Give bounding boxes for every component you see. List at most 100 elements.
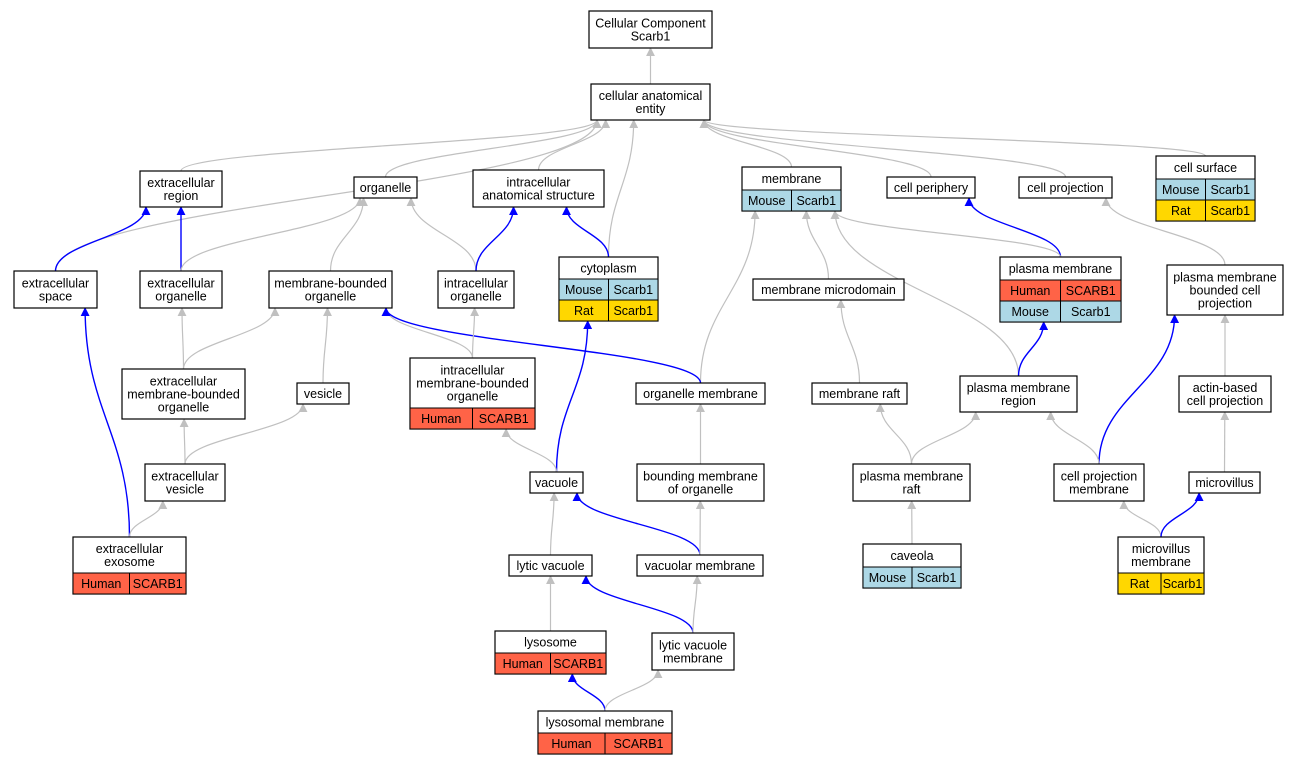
term-node-vacmem[interactable]: vacuolar membrane — [636, 554, 764, 577]
edge-exosome-to-extves — [128, 500, 168, 538]
gene-symbol: SCARB1 — [133, 577, 183, 591]
edge-vacuole-to-cytoplasm — [555, 320, 593, 473]
term-node-microvillus[interactable]: microvillus — [1188, 471, 1261, 494]
edge-embo-to-mbo — [182, 307, 280, 370]
gene-cell — [1205, 199, 1256, 222]
gene-cell — [608, 299, 659, 322]
species-label: Human — [81, 577, 121, 591]
gene-symbol: SCARB1 — [479, 412, 529, 426]
edge-cellper-to-cae — [699, 119, 932, 178]
term-node-lytvac[interactable]: lytic vacuole — [508, 554, 593, 577]
term-label: lytic vacuole — [516, 559, 584, 573]
term-label: cell periphery — [894, 181, 969, 195]
term-label: cytoplasm — [580, 262, 636, 276]
edge-extspace-to-extreg — [54, 206, 151, 272]
term-box — [437, 270, 515, 309]
edge-organelle-to-cae — [384, 119, 602, 178]
species-label: Human — [1010, 284, 1050, 298]
edge-pm-to-cellper — [964, 197, 1062, 258]
term-box — [752, 278, 905, 301]
annotation-row: Human SCARB1 — [72, 572, 187, 595]
gene-cell — [1160, 572, 1205, 595]
edge-intorg-to-organelle — [406, 197, 477, 272]
term-label: organelle membrane — [643, 387, 758, 401]
edge-pmraft-to-memraft — [875, 403, 913, 465]
gene-symbol: Scarb1 — [613, 304, 653, 318]
term-box — [529, 471, 584, 494]
term-node-vesicle[interactable]: vesicle — [296, 382, 350, 405]
term-node-organelle[interactable]: organelle — [353, 176, 418, 199]
edge-cytoplasm-to-ias — [562, 206, 610, 258]
edge-pmraft-to-pmreg — [910, 411, 981, 465]
term-label: organelle — [360, 181, 411, 195]
edge-extorg-to-organelle — [180, 197, 365, 272]
term-node-memraft[interactable]: membrane raft — [811, 382, 908, 405]
gene-cell — [472, 407, 536, 430]
species-label: Human — [503, 657, 543, 671]
edge-memraft-to-memmicro — [836, 299, 861, 384]
term-box — [636, 554, 764, 577]
edge-pmreg-to-pm — [1017, 321, 1049, 377]
term-box — [1178, 375, 1272, 413]
term-box — [588, 10, 713, 49]
edge-lytvac-to-vacuole — [549, 492, 559, 556]
term-node-cellproj[interactable]: cell projection — [1018, 176, 1113, 199]
term-box — [296, 382, 350, 405]
gene-symbol: Scarb1 — [917, 571, 957, 585]
term-node-cellper[interactable]: cell periphery — [886, 176, 976, 199]
term-box — [636, 463, 765, 502]
term-box — [1053, 463, 1145, 502]
term-box — [635, 382, 766, 405]
term-node-vacuole[interactable]: vacuole — [529, 471, 584, 494]
term-node-orgmem[interactable]: organelle membrane — [635, 382, 766, 405]
gene-symbol: SCARB1 — [613, 737, 663, 751]
term-label: microvillus — [1195, 476, 1253, 490]
species-label: Rat — [1130, 577, 1150, 591]
term-node-memmicro[interactable]: membrane microdomain — [752, 278, 905, 301]
term-label: cell projection — [1027, 181, 1103, 195]
gene-cell — [1060, 300, 1122, 323]
gene-cell — [129, 572, 187, 595]
term-label: lysosomal membrane — [546, 716, 665, 730]
gene-symbol: Scarb1 — [1071, 305, 1111, 319]
edge-cpm-to-pmreg — [1046, 411, 1100, 465]
edge-cpm-to-pmbcp — [1098, 314, 1180, 465]
